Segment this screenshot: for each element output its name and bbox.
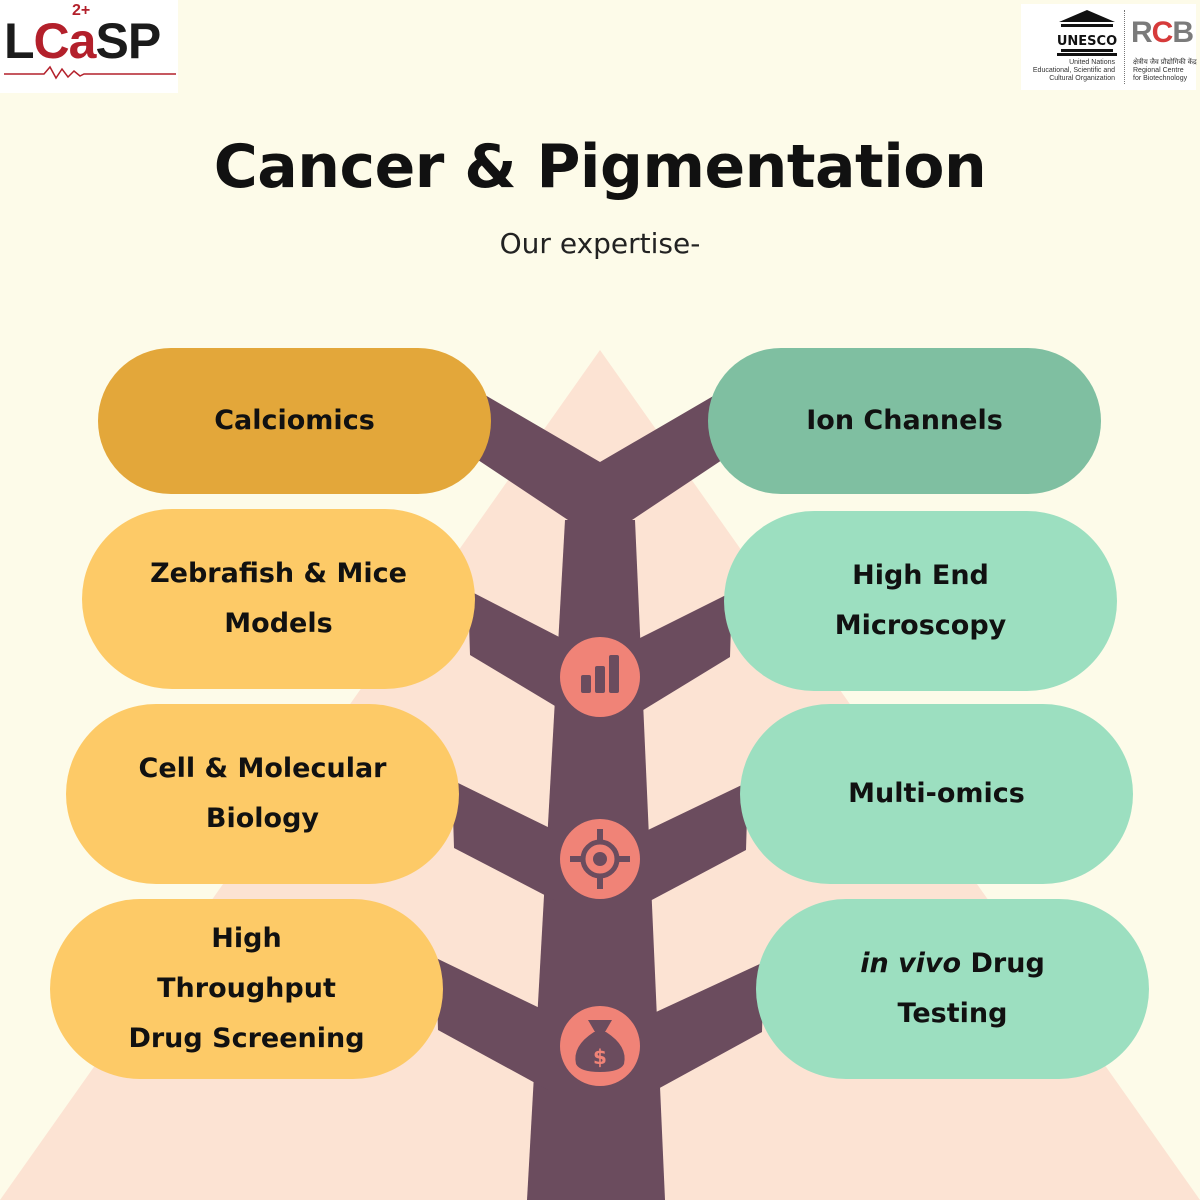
unesco-line-2: Educational, Scientific and: [1032, 67, 1115, 74]
pill-label: Multi-omics: [848, 778, 1025, 809]
partner-logos: UNESCO United Nations Educational, Scien…: [1021, 4, 1197, 90]
pill-label: Calciomics: [214, 405, 375, 436]
pill-cell-molecular-biology: Cell & Molecular Biology: [66, 704, 459, 884]
unesco-mark: UNESCO: [1057, 34, 1117, 49]
lab-logo-suffix: SP: [95, 13, 161, 69]
pill-ion-channels: Ion Channels: [708, 348, 1101, 494]
pill-label: Ion Channels: [806, 405, 1003, 436]
lab-logo-wordmark: LCaSP: [4, 13, 161, 69]
unesco-temple-icon: UNESCO: [1057, 10, 1117, 56]
pill-zebrafish-mice-models: Zebrafish & Mice Models: [82, 509, 475, 689]
pill-high-end-microscopy: High End Microscopy: [724, 511, 1117, 691]
pill-label: Cell & Molecular Biology: [138, 753, 387, 834]
pill-label-rest: Drug Testing: [897, 948, 1045, 1029]
page-title: Cancer & Pigmentation: [213, 132, 987, 202]
pill-multi-omics: Multi-omics: [740, 704, 1133, 884]
unesco-line-1: United Nations: [1069, 59, 1115, 66]
pill-in-vivo-drug-testing: in vivo Drug Testing: [756, 899, 1149, 1079]
pill-label-emphasis: in vivo: [860, 948, 962, 979]
logo-divider: [1124, 10, 1126, 84]
rcb-mark-r: R: [1131, 16, 1153, 49]
lab-logo-waveform: [4, 65, 176, 80]
rcb-line-2: Regional Centre: [1133, 67, 1184, 74]
target-icon: [560, 819, 640, 899]
lab-logo-ca: Ca: [33, 13, 97, 69]
svg-text:$: $: [593, 1045, 607, 1069]
pill-label: in vivo Drug Testing: [838, 939, 1068, 1039]
money-bag-icon: $: [560, 1006, 640, 1086]
rcb-line-3: for Biotechnology: [1133, 75, 1188, 82]
unesco-name: United Nations Educational, Scientific a…: [1033, 59, 1115, 83]
pill-label: Zebrafish & Mice Models: [150, 558, 407, 639]
rcb-mark-c: C: [1151, 16, 1174, 49]
page-subtitle: Our expertise-: [499, 227, 701, 260]
pill-high-throughput-drug-screening: High Throughput Drug Screening: [50, 899, 443, 1079]
pill-calciomics: Calciomics: [98, 348, 491, 494]
pill-label: High End Microscopy: [834, 560, 1007, 641]
rcb-line-1: क्षेत्रीय जैव प्रौद्योगिकी केंद्र: [1133, 59, 1197, 66]
lab-logo-superscript: 2+: [72, 2, 91, 19]
lab-logo-prefix: L: [4, 13, 35, 69]
bar-chart-icon: [560, 637, 640, 717]
pill-label: High Throughput Drug Screening: [128, 923, 365, 1054]
unesco-line-3: Cultural Organization: [1049, 75, 1115, 82]
rcb-mark-b: B: [1172, 16, 1194, 49]
rcb-mark: RCB: [1131, 16, 1194, 49]
lab-logo: LCaSP 2+: [0, 0, 178, 93]
rcb-name: क्षेत्रीय जैव प्रौद्योगिकी केंद्र Region…: [1133, 59, 1197, 83]
